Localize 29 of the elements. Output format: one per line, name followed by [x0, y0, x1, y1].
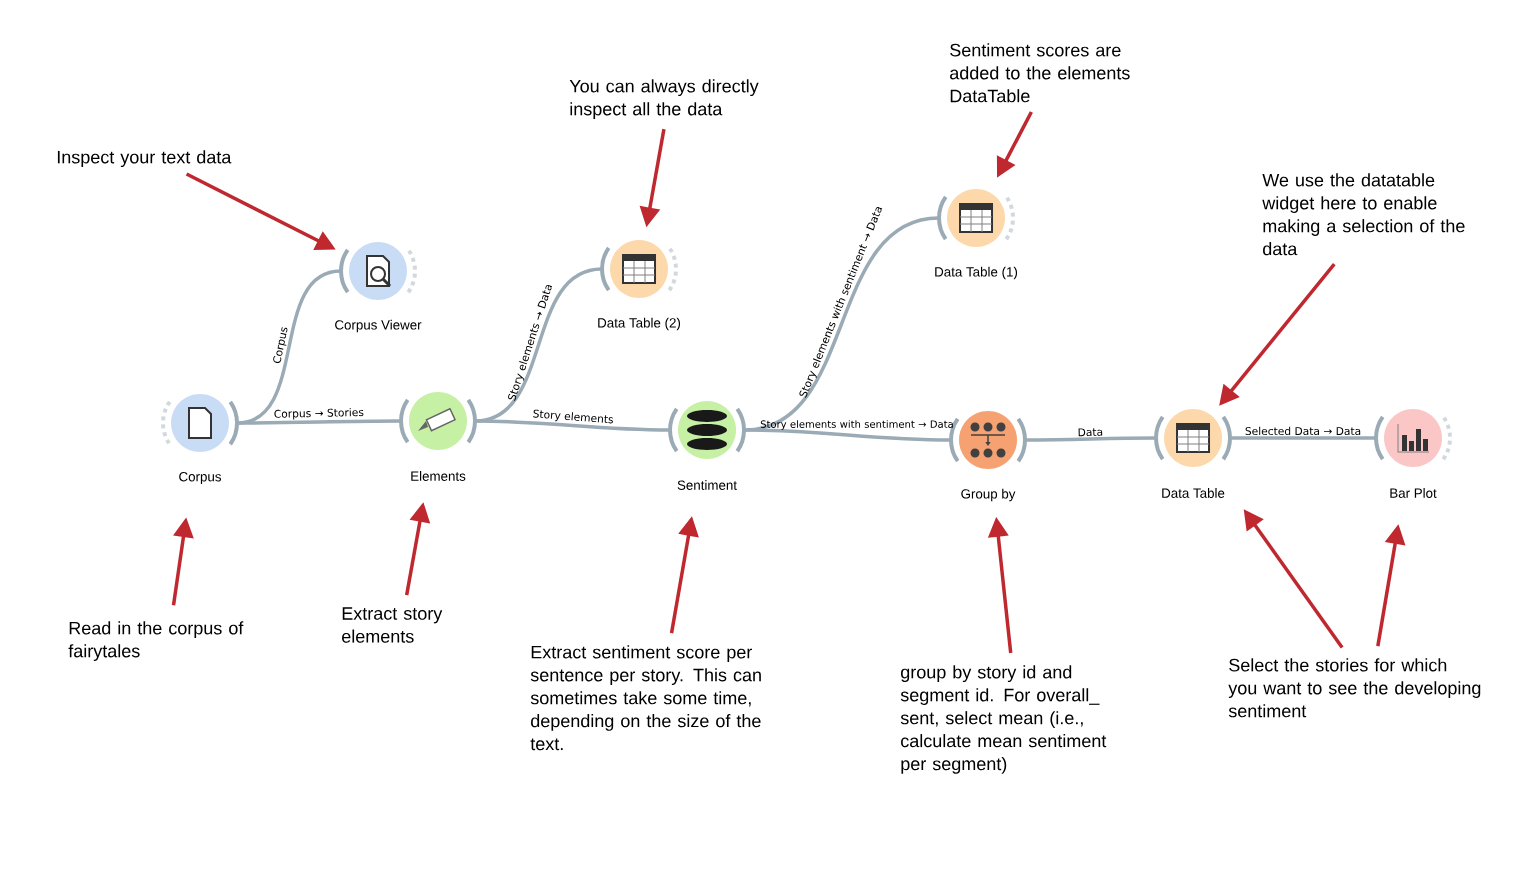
- link-line: [237, 419, 401, 425]
- annotation-text: Read in the corpus of fairytales: [68, 621, 244, 661]
- annotation-text: You can always directly inspect all the data: [569, 79, 759, 119]
- widget-label: Elements: [411, 471, 466, 481]
- widget-label: Data Table (2): [598, 317, 681, 331]
- link-line: [1025, 436, 1156, 442]
- edge-label: Corpus → Stories: [274, 408, 364, 420]
- edge-label: Data: [1078, 428, 1103, 437]
- widget-label: Bar Plot: [1390, 488, 1437, 498]
- link-line: [1230, 436, 1376, 440]
- widget-label: Data Table (1): [935, 266, 1018, 280]
- widget-label: Corpus Viewer: [335, 319, 422, 333]
- annotation-text: Extract story elements: [342, 607, 443, 643]
- annotation-text: group by story id and segment id. For overall_ sent, select mean (i.e., calculate mean sentiment per segment): [900, 665, 1107, 774]
- link-line: [475, 419, 670, 432]
- annotation-text: We use the datatable widget here to enable making a selection of the data: [1262, 173, 1465, 256]
- annotation-text: Select the stories for which you want to see the developing sentiment: [1228, 658, 1481, 718]
- link-line: [744, 428, 951, 442]
- widget-label: Group by: [961, 488, 1016, 502]
- edge-label: Corpus: [273, 327, 288, 364]
- annotation-text: Inspect your text data: [57, 150, 232, 168]
- annotation-text: Sentiment scores are added to the elements DataTable: [950, 43, 1130, 103]
- widget-label: Corpus: [179, 471, 221, 485]
- edge-label: Story elements: [533, 409, 613, 424]
- widget-label: Sentiment: [677, 480, 737, 490]
- annotation-text: Extract sentiment score per sentence per story. This can sometimes take some time, depending on the size of the text.: [530, 645, 761, 751]
- widget-label: Data Table: [1162, 488, 1225, 498]
- edge-label: Selected Data → Data: [1245, 426, 1361, 436]
- edge-label: Story elements with sentiment → Data: [760, 420, 953, 430]
